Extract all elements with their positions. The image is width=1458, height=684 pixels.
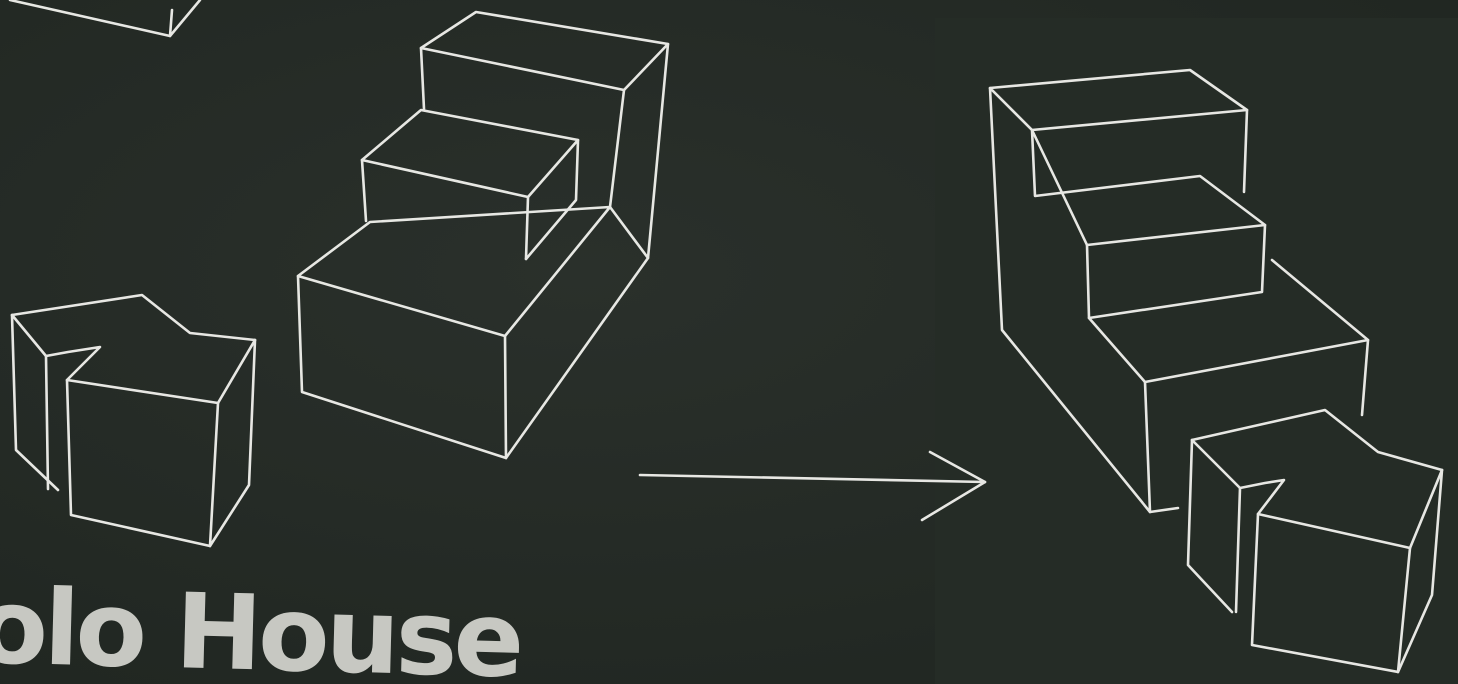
caption-text: olo House xyxy=(0,574,522,684)
arrow-right-icon xyxy=(640,452,985,520)
combined-house-sketch xyxy=(990,70,1442,672)
partial-block-sketch xyxy=(10,0,200,36)
stepped-block-sketch xyxy=(298,12,668,458)
notched-cube-sketch xyxy=(12,295,255,546)
